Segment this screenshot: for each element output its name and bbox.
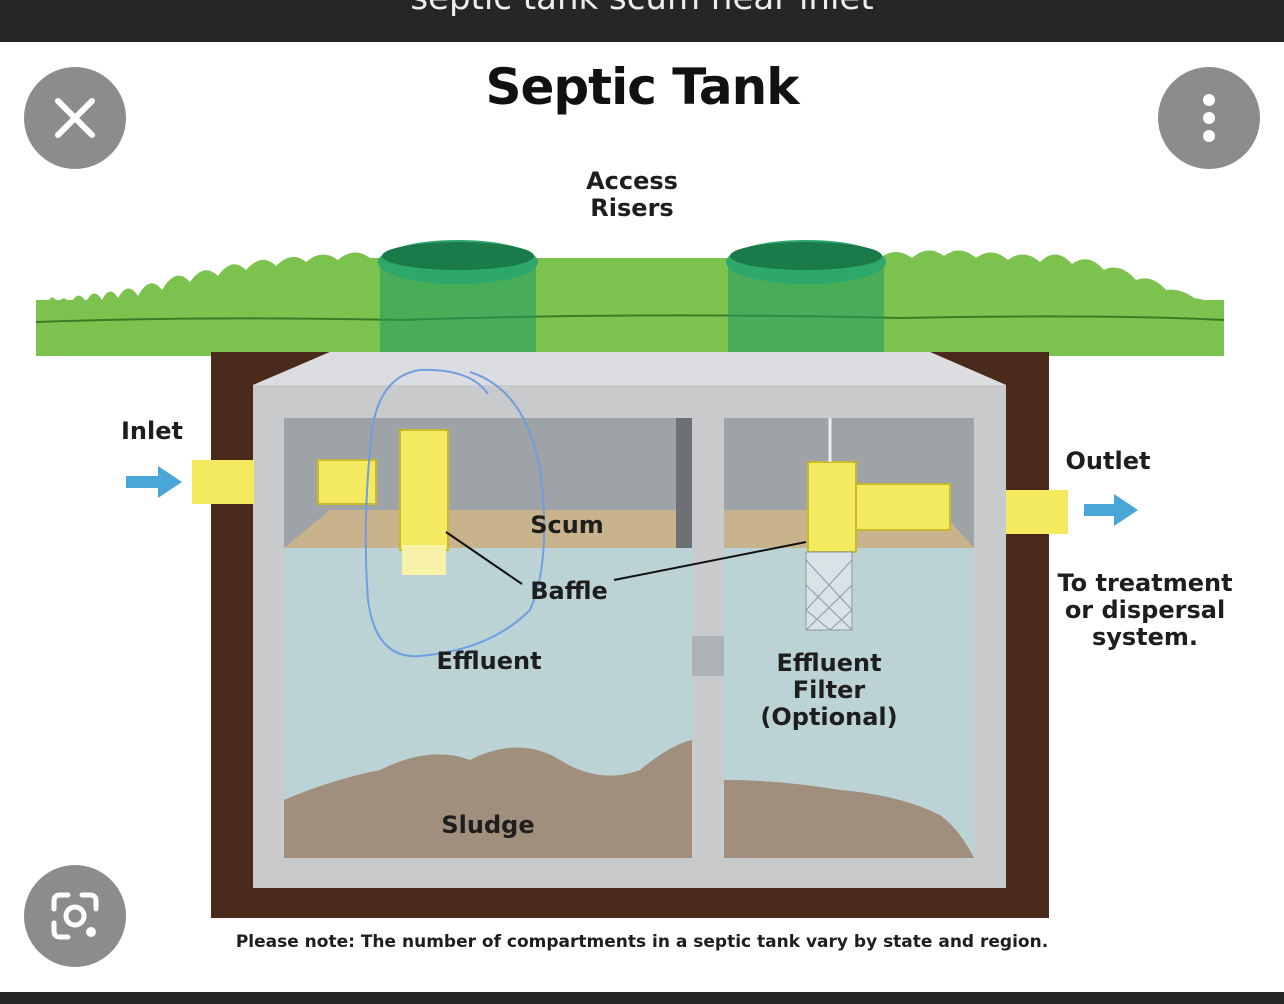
grass-layer [35,250,1225,356]
footnote: Please note: The number of compartments … [235,932,1049,952]
inlet-arrow-icon [126,466,182,498]
sludge-layer [284,740,692,858]
label-sludge: Sludge [441,811,535,839]
search-query[interactable]: septic tank scum near inlet [0,0,1284,18]
close-icon [55,98,95,138]
bottom-bar [0,992,1284,1004]
page-title: Septic Tank [485,58,799,116]
lens-search-icon [51,892,99,940]
tank [253,352,1006,888]
inlet-pipe [192,460,254,504]
access-risers [378,240,886,352]
label-effluent: Effluent [436,647,542,675]
effluent-filter [805,551,853,631]
label-access-risers: Access Risers [586,167,678,222]
baffle-leader-left [445,531,523,585]
pipes [192,418,1068,631]
annotation-circle [364,368,546,658]
label-scum: Scum [530,511,604,539]
search-bar[interactable]: septic tank scum near inlet [0,0,1284,42]
close-button[interactable] [24,67,126,169]
label-outlet: Outlet [1065,447,1151,475]
outlet-arrow-icon [1084,494,1138,526]
more-vertical-icon [1203,94,1215,142]
label-to-treatment: To treatment or dispersal system. [1057,569,1233,651]
scum-layer [284,510,692,548]
baffle-leader-right [613,541,807,581]
label-baffle: Baffle [530,577,608,605]
outlet-pipe [1006,490,1068,534]
label-inlet: Inlet [121,417,183,445]
more-options-button[interactable] [1158,67,1260,169]
lens-search-button[interactable] [24,865,126,967]
label-effluent-filter: Effluent Filter (Optional) [760,649,898,731]
